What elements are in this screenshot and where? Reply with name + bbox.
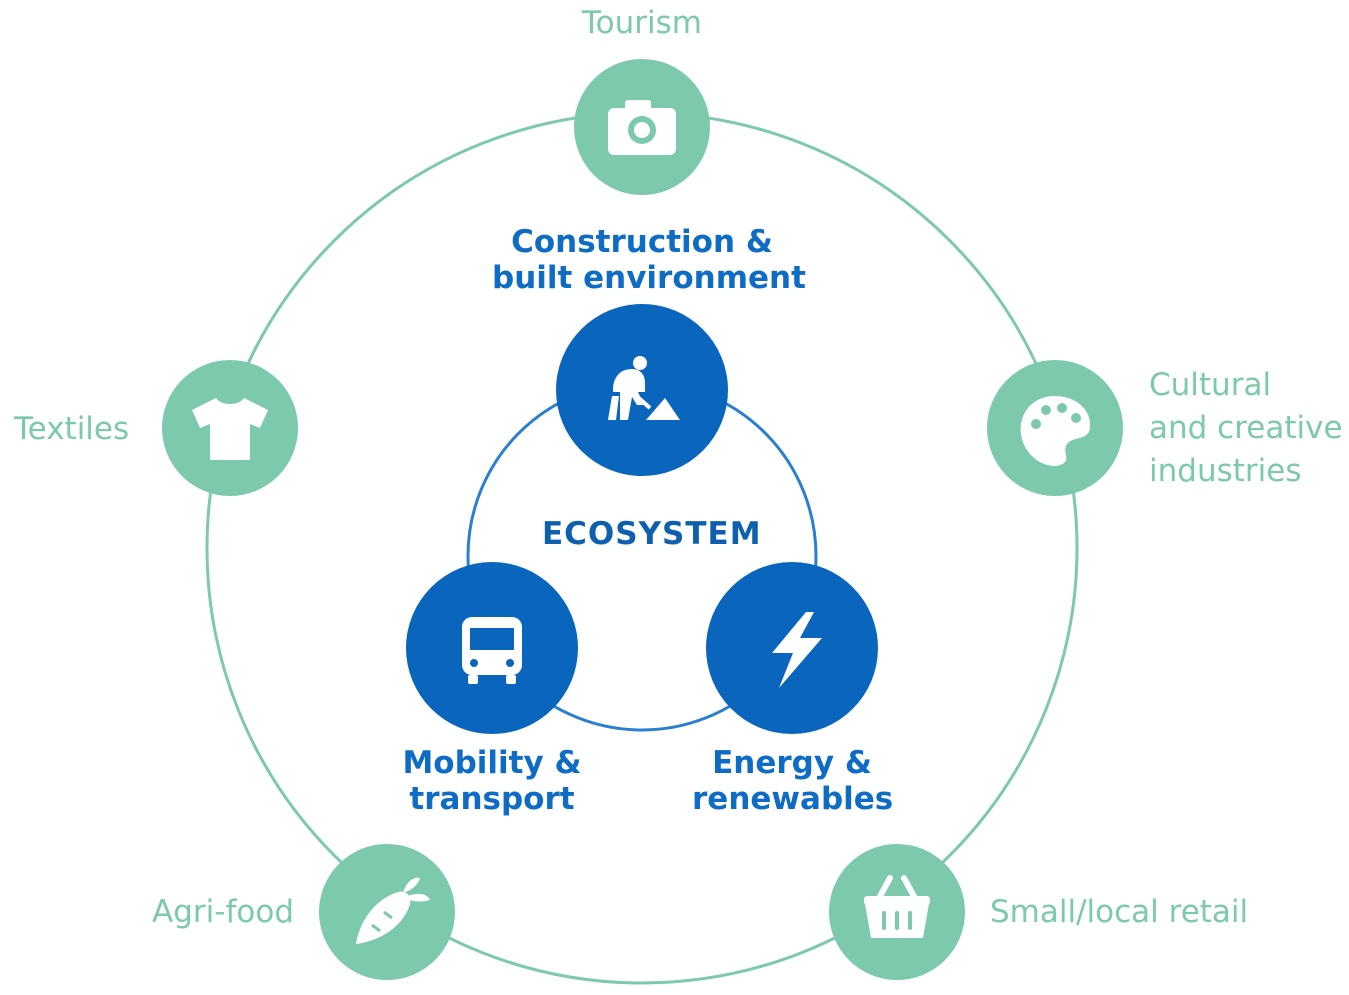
retail-node xyxy=(829,844,965,980)
ecosystem-center-label: ECOSYSTEM xyxy=(542,516,762,552)
cultural-label: Cultural and creative industries xyxy=(1149,364,1343,493)
textiles-node xyxy=(162,360,298,496)
agrifood-label-line-1: Agri-food xyxy=(152,894,294,930)
bus-icon xyxy=(462,617,522,684)
mobility-label: Mobility & transport xyxy=(392,745,592,817)
cultural-label-line-3: industries xyxy=(1149,453,1302,489)
mobility-label-line-2: transport xyxy=(409,781,575,817)
lightning-bolt-icon xyxy=(772,612,822,688)
basket-icon xyxy=(864,875,930,938)
tourism-label-line-1: Tourism xyxy=(582,5,702,41)
tourism-node xyxy=(574,59,710,195)
retail-label-line-1: Small/local retail xyxy=(990,894,1249,930)
energy-label-line-2: renewables xyxy=(692,781,894,817)
camera-icon xyxy=(608,100,676,155)
construction-label-line-1: Construction & xyxy=(511,224,773,260)
construction-node xyxy=(556,304,728,476)
agrifood-node xyxy=(319,844,455,980)
carrot-icon xyxy=(356,877,430,944)
tourism-label: Tourism xyxy=(542,2,742,45)
construction-label: Construction & built environment xyxy=(492,224,806,296)
mobility-node xyxy=(406,562,578,734)
construction-label-line-2: built environment xyxy=(492,260,806,296)
construction-worker-icon xyxy=(608,356,680,420)
cultural-node xyxy=(987,360,1123,496)
energy-label-line-1: Energy & xyxy=(712,745,872,781)
energy-label: Energy & renewables xyxy=(692,745,894,817)
textiles-label: Textiles xyxy=(14,408,129,451)
energy-node xyxy=(706,562,878,734)
mobility-label-line-1: Mobility & xyxy=(402,745,582,781)
agrifood-label: Agri-food xyxy=(94,891,294,934)
retail-label: Small/local retail xyxy=(990,891,1248,934)
palette-icon xyxy=(1020,396,1091,466)
cultural-label-line-2: and creative xyxy=(1149,410,1343,446)
cultural-label-line-1: Cultural xyxy=(1149,367,1272,403)
textiles-label-line-1: Textiles xyxy=(14,411,130,447)
tshirt-icon xyxy=(192,398,268,460)
